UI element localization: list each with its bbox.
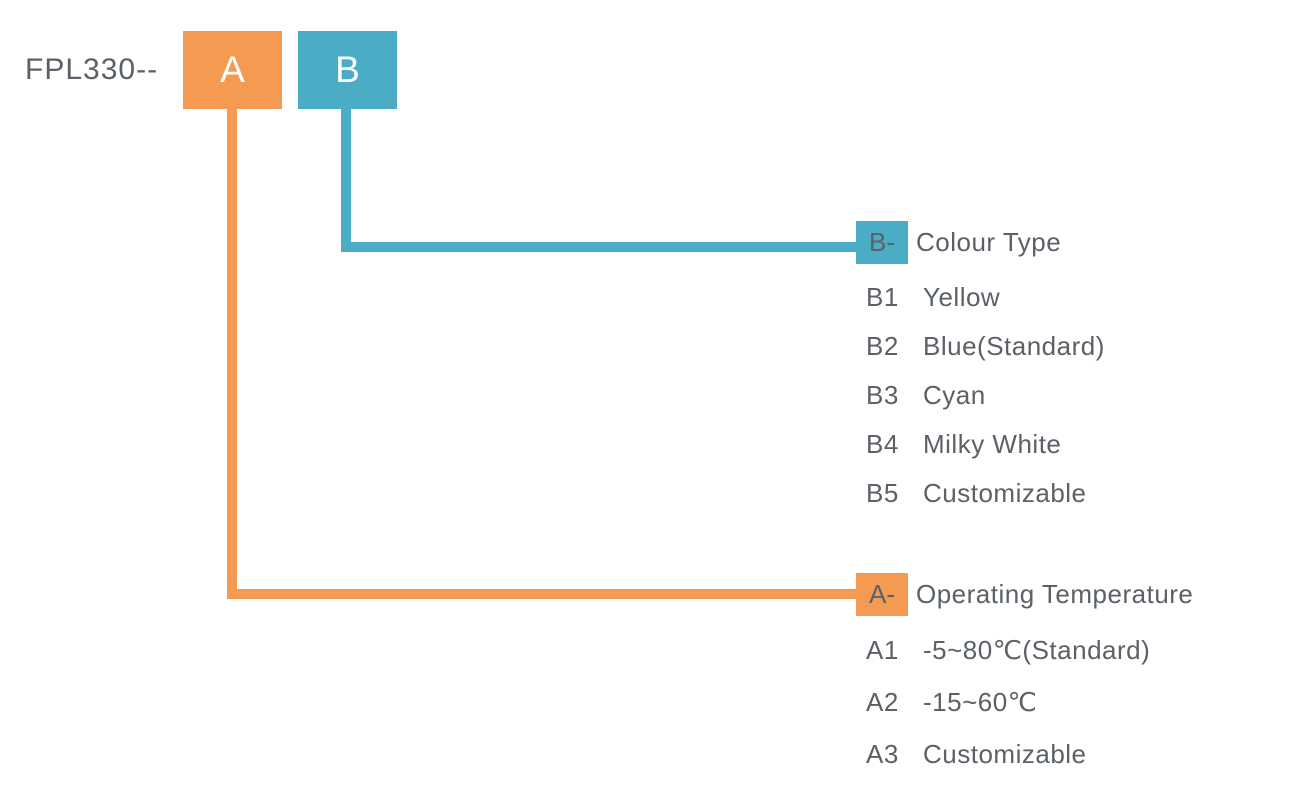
option-code: A1 [866,635,899,665]
section-a-tag-label: A- [869,579,895,609]
option-label: Customizable [923,739,1087,769]
section-b-title: Colour Type [916,227,1062,257]
option-code: B1 [866,282,899,312]
connector-b-vertical-line [341,109,351,252]
option-code: B2 [866,331,899,361]
option-code: A3 [866,739,899,769]
option-label: Cyan [923,380,986,410]
section-a-option-list: A1 -5~80℃(Standard) A2 -15~60℃ A3 Customiza… [866,624,1150,780]
option-label: -5~80℃(Standard) [923,635,1151,665]
code-box-b-letter: B [335,49,360,90]
connector-b-horizontal-line [341,242,856,252]
option-label: Yellow [923,282,1001,312]
section-a-title: Operating Temperature [916,579,1194,609]
list-item: A2 -15~60℃ [866,676,1150,728]
option-label: -15~60℃ [923,687,1038,717]
option-label: Milky White [923,429,1062,459]
option-label: Blue(Standard) [923,331,1105,361]
list-item: A3 Customizable [866,728,1150,780]
section-a-tag-box: A- [856,573,908,616]
list-item: B4 Milky White [866,420,1105,469]
list-item: B2 Blue(Standard) [866,322,1105,371]
section-b-tag-label: B- [869,227,895,257]
option-code: B5 [866,478,899,508]
connector-a-vertical-line [227,109,237,599]
section-b-option-list: B1 Yellow B2 Blue(Standard) B3 Cyan B4 Milky… [866,273,1105,518]
code-box-b: B [298,31,397,109]
code-box-a: A [183,31,282,109]
list-item: B5 Customizable [866,469,1105,518]
list-item: B1 Yellow [866,273,1105,322]
list-item: B3 Cyan [866,371,1105,420]
part-number-label: FPL330-- [25,53,159,86]
option-code: B3 [866,380,899,410]
code-box-a-letter: A [220,49,245,90]
option-label: Customizable [923,478,1087,508]
option-code: A2 [866,687,899,717]
section-b-tag-box: B- [856,221,908,264]
connector-a-horizontal-line [227,589,856,599]
list-item: A1 -5~80℃(Standard) [866,624,1150,676]
option-code: B4 [866,429,899,459]
